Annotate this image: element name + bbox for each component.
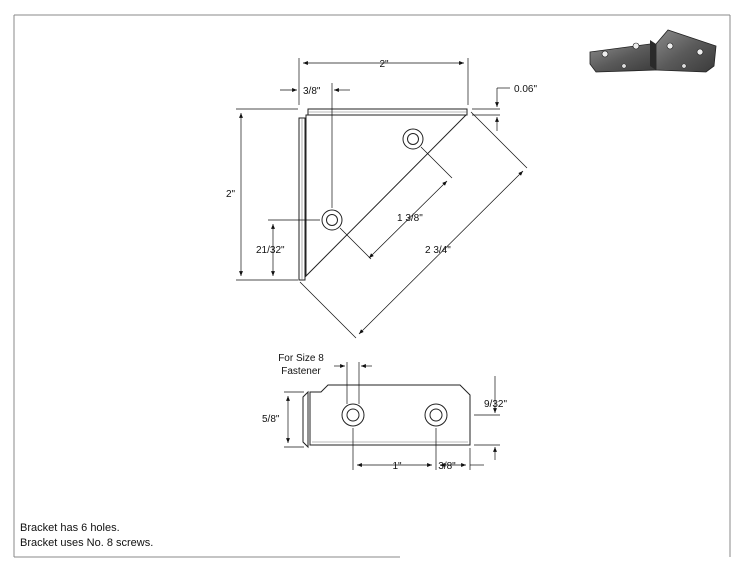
dim-side-hole-height: 9/32" bbox=[484, 399, 507, 410]
dim-hole-spacing: 1 3/8" bbox=[397, 213, 423, 224]
side-hole-right bbox=[424, 403, 448, 427]
top-view-labels: 2" 3/8" 0.06" 2" 21/32" 1 3/8" 2 3/4" bbox=[226, 59, 537, 256]
fastener-label-line2: Fastener bbox=[281, 366, 321, 377]
bracket-product-thumbnail bbox=[589, 29, 717, 73]
dim-side-hole-spacing: 1" bbox=[392, 461, 402, 472]
fastener-label-line1: For Size 8 bbox=[278, 353, 324, 364]
dim-hole-height: 21/32" bbox=[256, 245, 285, 256]
dim-height: 2" bbox=[226, 189, 236, 200]
dim-width: 2" bbox=[379, 59, 389, 70]
dim-hole-offset: 3/8" bbox=[303, 86, 321, 97]
dim-side-height: 5/8" bbox=[262, 414, 280, 425]
hole-upper bbox=[402, 128, 424, 150]
side-view-bracket bbox=[302, 384, 471, 449]
note-holes: Bracket has 6 holes. bbox=[20, 522, 120, 534]
dim-side-end-offset: 3/8" bbox=[438, 461, 456, 472]
side-hole-left bbox=[341, 403, 365, 427]
note-screws: Bracket uses No. 8 screws. bbox=[20, 537, 154, 549]
dim-diagonal: 2 3/4" bbox=[425, 245, 451, 256]
side-view-dimensions bbox=[284, 362, 500, 470]
sheet-border bbox=[13, 14, 731, 558]
hole-lower bbox=[321, 209, 343, 231]
dim-thickness: 0.06" bbox=[514, 84, 537, 95]
top-view-dimensions bbox=[236, 58, 528, 339]
side-view-labels: For Size 8 Fastener 5/8" 9/32" 1" 3/8" bbox=[262, 353, 507, 472]
notes-block: Bracket has 6 holes. Bracket uses No. 8 … bbox=[20, 521, 153, 551]
